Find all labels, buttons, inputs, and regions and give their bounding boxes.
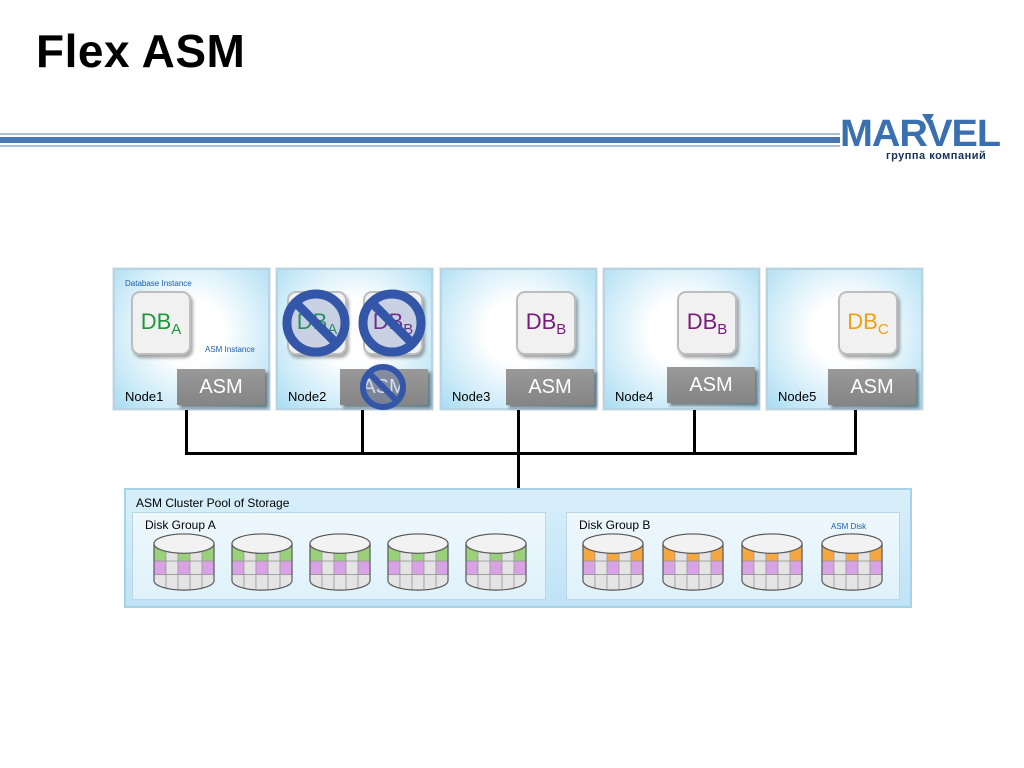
node-label: Node4 xyxy=(615,389,654,404)
prohibited-icon xyxy=(282,289,350,357)
connection-line xyxy=(517,452,520,490)
node-label: Node1 xyxy=(125,389,164,404)
asm-instance: ASM xyxy=(667,367,755,403)
asm-disk-icon xyxy=(741,533,803,591)
connection-line xyxy=(693,410,696,454)
node-4: DBB ASM Node4 xyxy=(603,268,760,410)
logo-tagline: группа компаний xyxy=(886,150,987,162)
prohibited-icon xyxy=(358,289,426,357)
connection-line xyxy=(185,410,188,454)
asm-disk-label: ASM Disk xyxy=(831,522,867,531)
asm-disk-icon xyxy=(309,533,371,591)
db-instance: DBB xyxy=(516,291,576,355)
connection-bus xyxy=(185,452,857,455)
marvel-logo-icon: MARVEL xyxy=(840,113,1002,155)
asm-disk-icon xyxy=(231,533,293,591)
header-divider-bottom xyxy=(0,145,840,147)
connection-line xyxy=(854,410,857,454)
node-label: Node2 xyxy=(288,389,327,404)
logo-brand: MARVEL xyxy=(840,113,1001,155)
node-label: Node3 xyxy=(452,389,491,404)
slide-title: Flex ASM xyxy=(36,25,246,77)
disk-group-label: Disk Group A xyxy=(145,518,216,532)
asm-disk-icon xyxy=(662,533,724,591)
node-3: DBB ASM Node3 xyxy=(440,268,597,410)
connection-line xyxy=(517,410,520,454)
db-text: DBA xyxy=(140,308,182,338)
asm-disk-icon xyxy=(465,533,527,591)
node-1: Database Instance DBA ASM Instance ASM N… xyxy=(113,268,270,410)
marvel-logo: MARVEL группа компаний xyxy=(838,110,1008,170)
asm-instance: ASM xyxy=(177,369,265,405)
database-instance-label: Database Instance xyxy=(125,279,192,288)
asm-instance-label: ASM Instance xyxy=(205,345,255,354)
asm-instance: ASM xyxy=(506,369,594,405)
header-divider xyxy=(0,137,840,143)
prohibited-icon xyxy=(360,364,406,410)
asm-instance: ASM xyxy=(828,369,916,405)
db-instance: DBC xyxy=(838,291,898,355)
asm-disk-icon xyxy=(582,533,644,591)
node-5: DBC ASM Node5 xyxy=(766,268,923,410)
disk-group-label: Disk Group B xyxy=(579,518,651,532)
header-divider-top xyxy=(0,133,840,135)
asm-disk-icon xyxy=(153,533,215,591)
db-instance: DBB xyxy=(677,291,737,355)
db-instance: DBA xyxy=(131,291,191,355)
connection-line xyxy=(361,410,364,454)
node-label: Node5 xyxy=(778,389,817,404)
asm-disk-icon xyxy=(821,533,883,591)
asm-disk-icon xyxy=(387,533,449,591)
pool-label: ASM Cluster Pool of Storage xyxy=(136,496,290,510)
